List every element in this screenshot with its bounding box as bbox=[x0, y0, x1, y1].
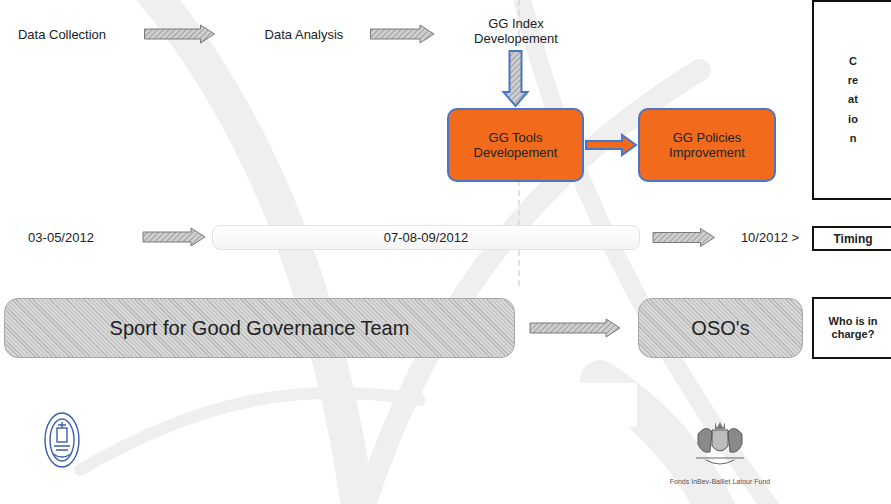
team-band: OSO's bbox=[638, 298, 803, 358]
node-label: Data Analysis bbox=[265, 27, 344, 42]
step-text: Data Collection bbox=[16, 26, 109, 43]
watermark-swoosh bbox=[80, 0, 780, 504]
team-band: Sport for Good Governance Team bbox=[4, 298, 515, 358]
node-label: GG Tools Developement bbox=[457, 130, 574, 160]
node-label: Who is in charge? bbox=[827, 315, 879, 341]
block-arrow bbox=[586, 135, 636, 155]
node-label: OSO's bbox=[691, 317, 749, 340]
process-box: GG Tools Developement bbox=[447, 108, 584, 182]
block-arrow bbox=[530, 319, 620, 337]
white-patch bbox=[568, 383, 637, 427]
step-text: GG Index Developement bbox=[472, 15, 560, 47]
process-box: GG Policies Improvement bbox=[638, 108, 776, 182]
step-text: Data Analysis bbox=[263, 26, 346, 43]
date-band: 07-08-09/2012 bbox=[212, 225, 640, 250]
date-text: 10/2012 > bbox=[739, 229, 802, 246]
logo-caption: Fonds InBev-Baillet Latour Fund bbox=[670, 478, 770, 485]
node-label: GG Index Developement bbox=[472, 16, 560, 46]
block-arrow bbox=[504, 51, 528, 106]
white-patch bbox=[591, 447, 622, 457]
block-arrow bbox=[371, 25, 435, 43]
node-label: Sport for Good Governance Team bbox=[110, 317, 410, 340]
university-seal-logo bbox=[45, 413, 79, 467]
node-label: Timing bbox=[833, 232, 872, 246]
date-text: 03-05/2012 bbox=[26, 229, 96, 246]
fund-crest-logo bbox=[696, 422, 744, 464]
row-header-box: Who is in charge? bbox=[812, 297, 891, 359]
node-label: Data Collection bbox=[18, 27, 106, 42]
block-arrow bbox=[145, 25, 215, 43]
node-label: Creation bbox=[848, 52, 859, 148]
block-arrow bbox=[143, 228, 205, 246]
node-label: GG Policies Improvement bbox=[648, 130, 766, 160]
row-header-box: Creation bbox=[812, 0, 891, 200]
node-label: 03-05/2012 bbox=[28, 230, 94, 245]
row-header-box: Timing bbox=[812, 226, 891, 251]
block-arrow bbox=[653, 229, 715, 247]
node-label: 10/2012 > bbox=[741, 230, 799, 245]
node-label: 07-08-09/2012 bbox=[384, 230, 469, 245]
